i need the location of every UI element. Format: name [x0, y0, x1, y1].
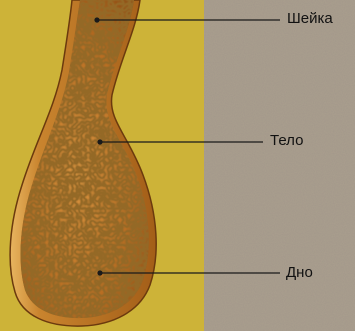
leader-dot-bottom: [98, 271, 102, 275]
label-neck: Шейка: [287, 11, 333, 26]
label-bottom: Дно: [286, 265, 313, 280]
right-background-texture: [204, 0, 355, 331]
leader-dot-body: [98, 140, 102, 144]
leader-dot-neck: [95, 18, 99, 22]
label-body: Тело: [270, 133, 303, 148]
